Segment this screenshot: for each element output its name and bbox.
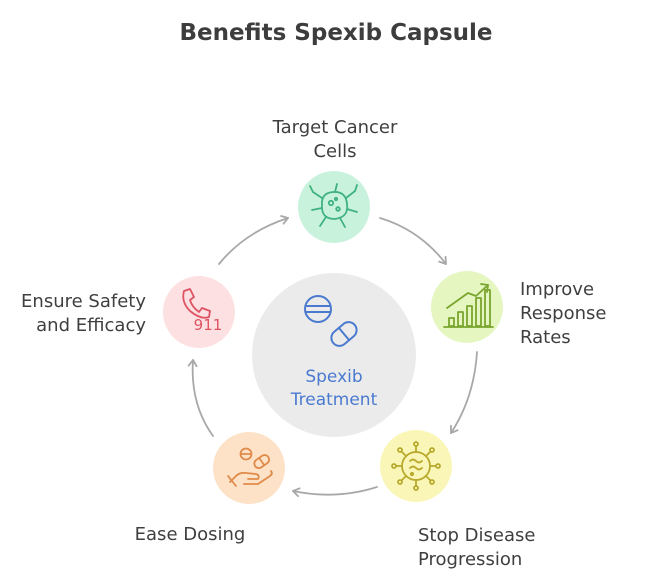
label-improve-response-rates: Improve Response Rates <box>520 278 660 350</box>
arrow-ease-to-safety <box>187 359 214 437</box>
center-label-line-2: Treatment <box>290 390 378 410</box>
emergency-phone-icon: 911 <box>182 288 223 334</box>
label-line: Improve <box>520 279 595 300</box>
label-line: Stop Disease <box>418 525 536 546</box>
bar-chart-growth-icon <box>443 283 494 328</box>
label-line: Rates <box>520 327 571 348</box>
arrow-improve-to-stop <box>450 351 478 434</box>
label-line: Cells <box>313 141 357 162</box>
label-stop-disease-progression: Stop Disease Progression <box>418 524 618 572</box>
center-label-line-1: Spexib <box>305 367 363 387</box>
cancer-cell-icon <box>309 183 358 228</box>
label-line: Response <box>520 303 607 324</box>
hand-pills-icon <box>227 447 273 487</box>
label-ensure-safety: Ensure Safety and Efficacy <box>0 290 146 338</box>
virus-icon <box>391 441 441 491</box>
node-ensure-safety: 911 <box>163 276 235 348</box>
node-target-cancer-cells <box>298 171 370 243</box>
cycle-arrows <box>187 215 478 498</box>
emergency-number-text: 911 <box>194 316 223 334</box>
label-line: Target Cancer <box>272 117 398 138</box>
pills-icon <box>304 295 358 347</box>
node-ease-dosing <box>213 432 285 504</box>
arrow-safety-to-target <box>218 215 289 265</box>
label-ease-dosing: Ease Dosing <box>90 523 290 547</box>
center-label: Spexib Treatment <box>258 366 410 412</box>
label-line: and Efficacy <box>36 315 146 336</box>
node-stop-disease-progression <box>380 430 452 502</box>
center-circle <box>252 273 416 437</box>
arrow-target-to-improve <box>379 217 447 265</box>
node-improve-response-rates <box>431 271 503 343</box>
diagram-title: Benefits Spexib Capsule <box>179 20 493 46</box>
label-line: Ensure Safety <box>21 291 146 312</box>
label-target-cancer-cells: Target Cancer Cells <box>230 116 440 164</box>
label-line: Ease Dosing <box>134 524 246 545</box>
label-line: Progression <box>418 549 523 570</box>
arrow-stop-to-ease <box>292 486 378 498</box>
